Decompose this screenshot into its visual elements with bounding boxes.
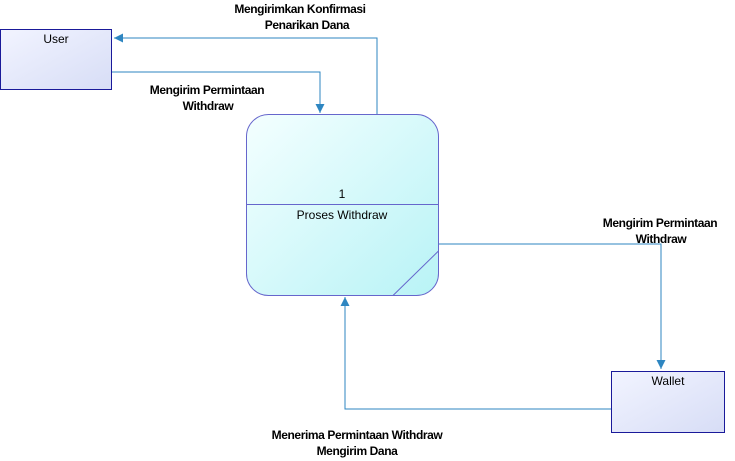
flow-label-line: Mengirim Permintaan: [603, 216, 717, 230]
process-number: 1: [339, 187, 346, 201]
flow-label-wallet-to-process: Menerima Permintaan Withdraw Mengirim Da…: [272, 428, 444, 458]
flow-wallet-to-process: [340, 297, 611, 410]
flow-label-line: Penarikan Dana: [265, 18, 350, 32]
flow-label-line: Withdraw: [636, 232, 688, 246]
flow-label-line: Mengirimkan Konfirmasi: [234, 2, 365, 16]
flow-label-process-to-user: Mengirimkan Konfirmasi Penarikan Dana: [234, 2, 366, 32]
flow-label-line: Mengirim Permintaan: [150, 83, 264, 97]
flow-label-process-to-wallet: Mengirim Permintaan Withdraw: [603, 216, 718, 246]
entity-user-label: User: [43, 32, 68, 46]
process-corner-mark: [392, 250, 439, 296]
flow-process-to-wallet: [438, 243, 666, 369]
flow-label-line: Mengirim Dana: [317, 444, 399, 458]
flow-user-to-process: [111, 71, 325, 113]
flow-label-user-to-process: Mengirim Permintaan Withdraw: [150, 83, 265, 113]
process-proses-withdraw[interactable]: 1 Proses Withdraw: [246, 114, 439, 296]
flow-process-to-user: [114, 33, 378, 114]
entity-wallet-label: Wallet: [652, 374, 686, 388]
entity-user[interactable]: User: [0, 29, 112, 90]
entity-wallet[interactable]: Wallet: [611, 371, 725, 433]
flow-label-line: Menerima Permintaan Withdraw: [272, 428, 444, 442]
process-name: Proses Withdraw: [297, 208, 388, 222]
flow-label-line: Withdraw: [183, 99, 235, 113]
